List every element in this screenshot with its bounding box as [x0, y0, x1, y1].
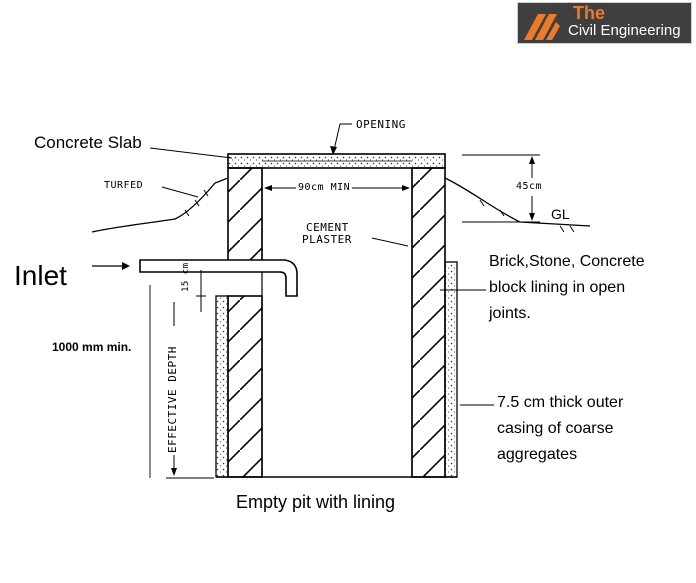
lining-label-line3: joints.	[489, 305, 531, 322]
ground-line-right	[444, 177, 591, 227]
lining-label-line1: Brick,Stone, Concrete	[489, 253, 645, 270]
right-casing	[444, 261, 458, 478]
turf-marks	[184, 189, 575, 233]
brand-logo: The Civil Engineering	[517, 2, 692, 44]
logo-title-line1: The	[573, 3, 606, 23]
right-wall	[411, 167, 446, 478]
inlet-pipe	[139, 259, 298, 297]
outer-casing-label-line1: 7.5 cm thick outer	[497, 394, 624, 411]
inlet-drop-label: 15 cm	[181, 262, 191, 292]
ground-line-left	[91, 177, 229, 233]
lining-label-line2: block lining in open	[489, 279, 626, 296]
effective-depth-label: EFFECTIVE DEPTH	[166, 346, 179, 453]
logo-stripes-icon	[524, 14, 560, 40]
cement-plaster-label-line1: CEMENT	[306, 221, 349, 234]
min-depth-label: 1000 mm min.	[52, 340, 132, 354]
cement-plaster-label-line2: PLASTER	[302, 233, 352, 246]
left-casing	[215, 295, 229, 478]
outer-casing-label-line3: aggregates	[497, 446, 578, 463]
diagram-caption: Empty pit with lining	[236, 492, 396, 512]
slab-height-label: 45cm	[516, 181, 543, 192]
turfed-label: TURFED	[104, 180, 144, 191]
left-wall-lower	[227, 295, 263, 478]
opening-label: OPENING	[356, 118, 406, 131]
left-wall-upper	[227, 167, 263, 271]
inlet-label: Inlet	[14, 260, 67, 291]
concrete-slab-label: Concrete Slab	[34, 133, 142, 152]
ground-level-label: GL	[551, 206, 570, 222]
logo-title-line2: Civil Engineering	[568, 22, 681, 39]
outer-casing-label-line2: casing of coarse	[497, 420, 614, 437]
width-label: 90cm MIN	[298, 182, 351, 193]
